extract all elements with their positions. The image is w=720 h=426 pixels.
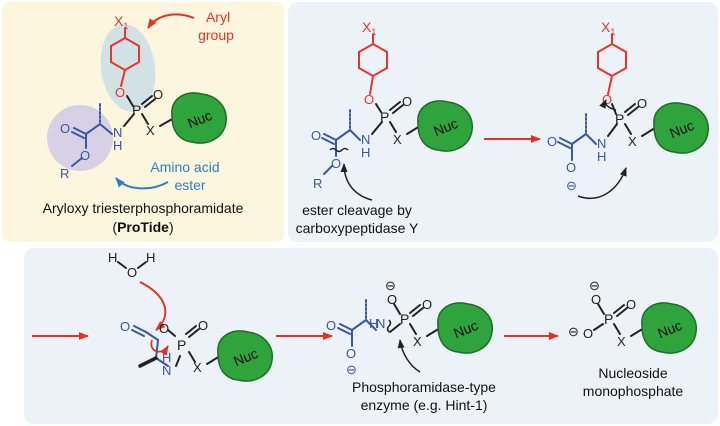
ester-cleavage-label-line2: carboxypeptidase Y xyxy=(296,220,419,236)
cyclic-h-atom: H xyxy=(162,350,171,365)
carboxylate-minus-charge: ⊖ xyxy=(566,178,577,193)
phosphoramidate-wavy-bond-mark xyxy=(386,319,392,333)
monophosphate-double-o-atom: O xyxy=(626,297,636,312)
carboxylate-structure xyxy=(557,33,656,161)
cyclic-nuc-blob xyxy=(217,330,273,382)
carboxylate-attack-arrow xyxy=(577,167,627,199)
aryl-group-arrow xyxy=(147,13,195,29)
cleavage-wavy-bond-mark xyxy=(329,147,349,153)
cleavage-p-atom: P xyxy=(380,109,389,125)
monophosphate-top-o-atom: O xyxy=(591,292,601,307)
panel-ester-cleavage xyxy=(288,2,718,242)
water-o-atom: O xyxy=(127,265,137,280)
protide-structure xyxy=(71,27,175,167)
protide-caption-line2: (ProTide) xyxy=(112,219,173,235)
protide-p-atom: P xyxy=(132,102,141,118)
amino-acid-arrow xyxy=(115,177,169,190)
cleavage-r-atom: R xyxy=(313,176,322,191)
hydrolysis-arrow xyxy=(139,281,167,331)
amino-acid-highlight xyxy=(47,105,113,171)
water-molecule xyxy=(117,261,147,269)
carboxylate-nuc-blob xyxy=(653,102,709,154)
cyclic-x-atom: X xyxy=(193,360,202,375)
cyclic-p-atom: P xyxy=(177,337,186,353)
carboxylate-n-atom: N xyxy=(597,136,606,151)
phosphoramidate-structure xyxy=(337,299,441,347)
phosphoramidate-p-atom: P xyxy=(400,311,409,327)
protide-po-o-atom: O xyxy=(153,87,163,102)
cyclic-po-o-atom: O xyxy=(198,318,208,333)
cleavage-po-o-atom: O xyxy=(402,94,412,109)
carboxylate-p-atom: P xyxy=(615,111,624,127)
cleavage-ester-o-atom: O xyxy=(331,156,341,171)
amino-acid-label-line2: ester xyxy=(174,177,205,193)
monophosphate-x-atom: X xyxy=(617,334,626,349)
cyclic-carbonyl-o-atom: O xyxy=(120,319,130,334)
protide-x-atom: X xyxy=(146,123,155,138)
nucleoside-label-line1: Nucleoside xyxy=(598,365,667,381)
aryl-group-label-line1: Aryl xyxy=(206,9,230,25)
water-h-right-atom: H xyxy=(146,250,155,265)
ester-cleavage-label-line1: ester cleavage by xyxy=(302,202,412,218)
monophosphate-nuc-blob xyxy=(641,302,697,354)
protide-aryl-o-atom: O xyxy=(115,85,125,100)
protide-r-atom: R xyxy=(60,166,69,181)
water-h-left-atom: H xyxy=(108,250,117,265)
phosphoramidate-carboxylate-o-atom: O xyxy=(346,346,356,361)
protide-h-atom: H xyxy=(113,138,122,153)
protide-ester-o-atom: O xyxy=(80,148,90,163)
carboxylate-h-atom: H xyxy=(597,149,606,164)
phosphoramidase-enzyme-arrow xyxy=(397,339,421,373)
protide-caption-line1: Aryloxy triesterphosphoramidate xyxy=(43,200,244,216)
phosphoramidate-n-atom: N xyxy=(376,316,385,331)
aryl-group-label-line2: group xyxy=(198,27,234,43)
cleavage-structure xyxy=(321,33,421,175)
monophosphate-top-minus: ⊖ xyxy=(589,278,600,293)
carboxylate-x1-atom: X1 xyxy=(601,19,615,37)
cleavage-aryl-o-atom: O xyxy=(364,92,374,107)
cleavage-carbonyl-o-atom: O xyxy=(311,128,321,143)
panel-bottom-steps xyxy=(24,248,718,424)
panel-protide xyxy=(2,2,284,242)
carboxylate-leaving-arrow xyxy=(599,99,617,111)
protide-x1-atom: X1 xyxy=(114,13,128,31)
carboxylate-carbonyl-o-atom: O xyxy=(547,134,557,149)
cleavage-nuc-blob xyxy=(417,100,473,152)
phosphoramidate-minus-charge: ⊖ xyxy=(385,278,396,293)
protide-nuc-blob xyxy=(171,92,227,144)
monophosphate-left-o-atom: O xyxy=(583,326,593,341)
phosphoramidate-carbonyl-o-atom: O xyxy=(326,318,336,333)
cyclic-ring-o-atom: O xyxy=(159,321,169,336)
phosphoramidate-carboxylate-minus: ⊖ xyxy=(346,362,357,377)
cyclic-intermediate-structure xyxy=(131,325,221,368)
carboxylate-x-atom: X xyxy=(628,134,637,149)
phosphoramidase-label-line2: enzyme (e.g. Hint-1) xyxy=(361,397,488,413)
phosphoramidate-h-atom: H xyxy=(369,316,378,331)
monophosphate-p-atom: P xyxy=(604,311,613,327)
protide-carbonyl-o-atom: O xyxy=(60,121,70,136)
cyclic-n-atom: N xyxy=(162,363,171,378)
cleavage-x1-atom: X1 xyxy=(362,19,376,37)
cleavage-x-atom: X xyxy=(393,132,402,147)
phosphoramidate-x-atom: X xyxy=(413,334,422,349)
cyclic-ring-closure-arrow xyxy=(150,339,169,356)
phosphoramidate-po-o-atom: O xyxy=(422,297,432,312)
cleavage-enzyme-arrow xyxy=(340,163,373,201)
carboxylate-aryl-o-atom: O xyxy=(602,92,612,107)
phosphoramidate-nuc-blob xyxy=(437,302,493,354)
cleavage-h-atom: H xyxy=(361,145,370,160)
monophosphate-left-minus: ⊖ xyxy=(568,324,579,339)
protide-n-atom: N xyxy=(113,125,122,140)
carboxylate-po-o-atom: O xyxy=(637,96,647,111)
phosphoramidase-label-line1: Phosphoramidase-type xyxy=(352,379,496,395)
nucleoside-label-line2: monophosphate xyxy=(583,383,684,399)
amino-acid-label-line1: Amino acid xyxy=(150,159,219,175)
phosphoramidate-anion-o-atom: O xyxy=(387,292,397,307)
carboxylate-anion-o-atom: O xyxy=(566,160,576,175)
cleavage-n-atom: N xyxy=(361,132,370,147)
